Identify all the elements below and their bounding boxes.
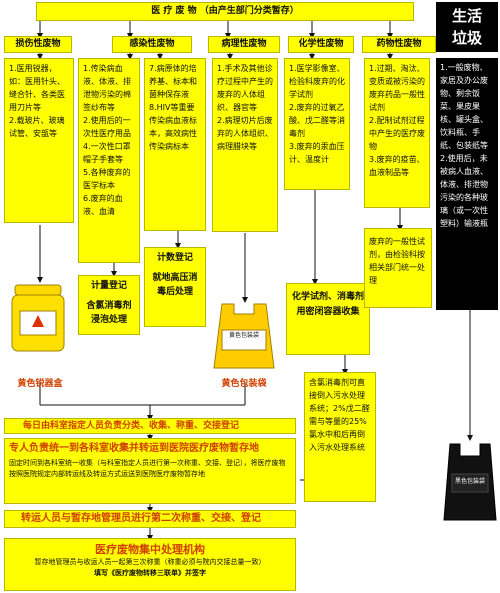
chemical-disposal-box: 化学试剂、消毒剂用密闭容器收集 (286, 283, 370, 355)
life-waste-item: 1.一般废物、家居及办公废物、剩余饭菜、果皮果核、罐头盒、饮料瓶、手纸、包装纸等 (440, 63, 488, 150)
infectious-items-left: 1.传染病血液、体液、排泄物污染的棉签纱布等 2.使用后的一次性医疗用品 4.一… (78, 58, 140, 263)
infectious-item: 7.病原体的培养基、标本和菌种保存液 (149, 64, 197, 99)
pathological-item: 1.手术及其他诊疗过程中产生的废弃的人体组织、器官等 (217, 64, 273, 112)
black-bag-icon (440, 440, 500, 524)
soak-box-title: 计量登记 (90, 281, 127, 291)
pathological-item: 2.病理切片后废弃的人体组织、病理腊块等 (217, 116, 273, 151)
disinfectant-box: 含氯消毒剂可直接倒入污水处理系统；2%戊二醛需与等量的25%氯水中和后再倒入污水… (304, 372, 376, 502)
final-step: 医疗废物集中处理机构 暂存地管理员与收运人员一起第三次称重（称重必须与院内交接总… (4, 538, 296, 591)
infectious-waste-header: 感染性废物 (112, 36, 192, 53)
infectious-soak-box: 计量登记 含氯消毒剂浸泡处理 (78, 275, 140, 335)
infectious-autoclave-box: 计数登记 就地高压消毒后处理 (144, 247, 206, 327)
step-2-title: 专人负责统一到各科室收集并转运到医院医疗废物暂存地 (9, 443, 259, 454)
damage-item-2: 2.载玻片、玻璃试管、安瓿等 (9, 116, 65, 138)
autoclave-box-title: 计数登记 (156, 253, 193, 263)
pathological-waste-header: 病理性废物 (208, 36, 280, 53)
sharps-container-icon (10, 283, 66, 355)
main-title: 医 疗 废 物 （由产生部门分类暂存） (36, 2, 414, 21)
damage-items: 1.医用锐器，如：医用针头、缝合针、各类医用刀片等 2.载玻片、玻璃试管、安瓿等 (4, 58, 74, 223)
damage-item-1: 1.医用锐器，如：医用针头、缝合针、各类医用刀片等 (9, 64, 65, 112)
infectious-item: 2.使用后的一次性医疗用品 (83, 116, 131, 138)
step-2-sub: 固定时间到各科室统一收集（与科室指定人员进行第一次称重、交接、登记），将医疗废物… (9, 459, 286, 478)
life-waste-item: 2.使用后，未被病人血液、体液、排泄物污染的各种玻璃（或一次性塑料）输液瓶 (440, 154, 488, 228)
infectious-item: 5.各种废弃的医学标本 (83, 168, 131, 190)
damage-waste-header: 损伤性废物 (4, 36, 72, 53)
yellow-bag-icon (208, 300, 280, 372)
chemical-item: 2.废弃的过氧乙酸、戊二醛等消毒剂 (289, 103, 345, 138)
sharps-box-label: 黄色锐器盒 (17, 379, 63, 389)
infectious-item: 6.废弃的血液、血清 (83, 194, 123, 216)
infectious-item: 1.传染病血液、体液、排泄物污染的棉签纱布等 (83, 64, 131, 112)
step-2: 专人负责统一到各科室收集并转运到医院医疗废物暂存地 固定时间到各科室统一收集（与… (4, 438, 296, 504)
yellow-bag-label: 黄色包装袋 (221, 379, 267, 389)
black-bag-label: 黑色包装袋 (454, 478, 485, 485)
final-step-sub2: 填写《医疗废物转移三联单》并签字 (94, 569, 206, 577)
life-waste-title-line1: 生活 (451, 7, 482, 25)
step-3: 转运人员与暂存地管理员进行第二次称重、交接、登记 (4, 510, 296, 528)
pharmaceutical-item: 2.配制试剂过程中产生的医疗废物 (369, 116, 425, 151)
step-1: 每日由科室指定人员负责分类、收集、称重、交接登记 (4, 418, 296, 434)
pathological-items: 1.手术及其他诊疗过程中产生的废弃的人体组织、器官等 2.病理切片后废弃的人体组… (212, 58, 278, 232)
chemical-item: 3.废弃的汞血压计、温度计 (289, 142, 345, 164)
chemical-item: 1.医学影像室、检验科废弃的化学试剂 (289, 64, 345, 99)
final-step-sub1: 暂存地管理员与收运人员一起第三次称重（称重必须与院内交接总量一致） (34, 558, 266, 566)
chemical-waste-header: 化学性废物 (288, 36, 354, 53)
final-step-title: 医疗废物集中处理机构 (95, 543, 205, 556)
pharmaceutical-items: 1.过期、淘汰、变质或被污染的废弃药品一般性试剂 2.配制试剂过程中产生的医疗废… (364, 58, 430, 208)
infectious-items-right: 7.病原体的培养基、标本和菌种保存液 8.HIV等重要传染病血液标本，高效病性传… (144, 58, 206, 231)
pharmaceutical-disposal-box: 废弃的一般性试剂，由检验科按相关部门统一处理 (364, 228, 432, 308)
pharmaceutical-waste-header: 药物性废物 (362, 36, 436, 53)
pharmaceutical-item: 1.过期、淘汰、变质或被污染的废弃药品一般性试剂 (369, 64, 425, 112)
life-waste-items: 1.一般废物、家居及办公废物、剩余饭菜、果皮果核、罐头盒、饮料瓶、手纸、包装纸等… (436, 58, 498, 310)
pharmaceutical-item: 3.废弃的疫苗、血液制品等 (369, 155, 425, 177)
chemical-items: 1.医学影像室、检验科废弃的化学试剂 2.废弃的过氧乙酸、戊二醛等消毒剂 3.废… (284, 58, 350, 190)
infectious-item: 4.一次性口罩帽子手套等 (83, 142, 131, 164)
life-waste-title-line2: 垃圾 (451, 29, 482, 47)
soak-box-text: 含氯消毒剂浸泡处理 (86, 301, 132, 325)
autoclave-box-text: 就地高压消毒后处理 (152, 273, 198, 297)
infectious-item: 8.HIV等重要传染病血液标本，高效病性传染病标本 (149, 103, 197, 151)
life-waste-title: 生活 垃圾 (436, 2, 498, 52)
yellow-bag-inner-label: 黄色包装袋 (228, 332, 259, 339)
